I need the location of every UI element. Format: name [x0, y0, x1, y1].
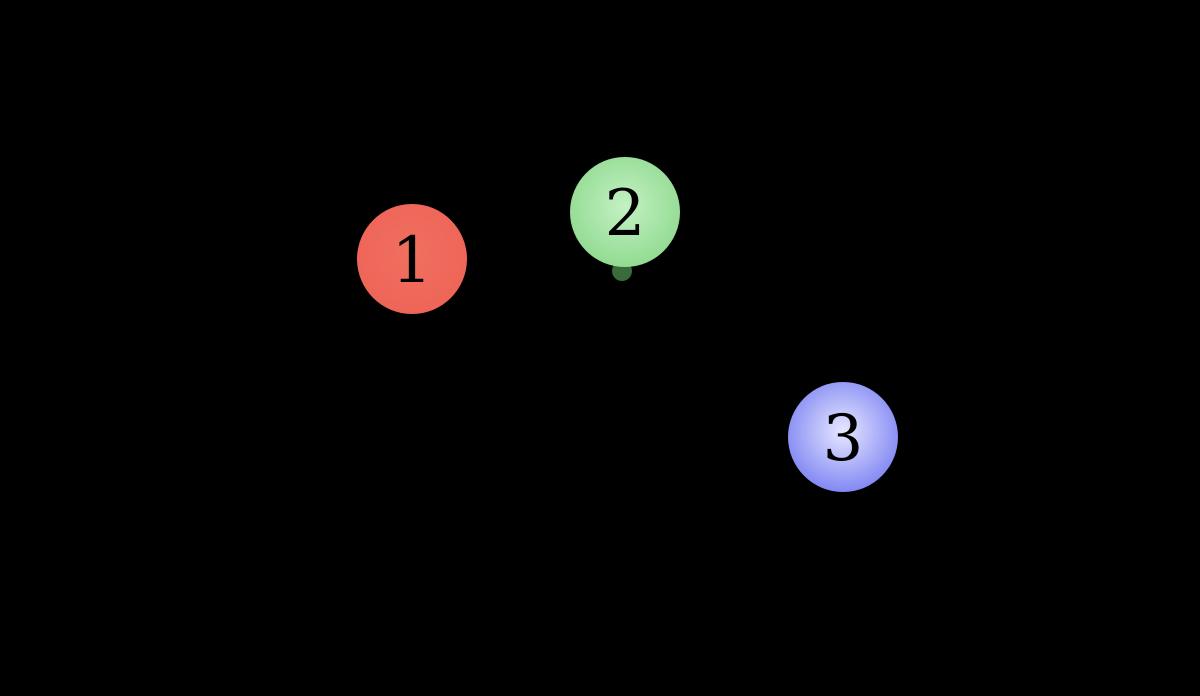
node-3-label: 3: [823, 402, 864, 476]
node-3-circle: [788, 382, 898, 492]
node-1-circle: [357, 204, 467, 314]
node-2-circle: [570, 157, 680, 267]
node-1: 1: [357, 204, 467, 314]
node-2: 2: [570, 157, 680, 267]
node-2-label: 2: [605, 177, 646, 251]
node-1-label: 1: [392, 224, 433, 298]
node-3: 3: [788, 382, 898, 492]
